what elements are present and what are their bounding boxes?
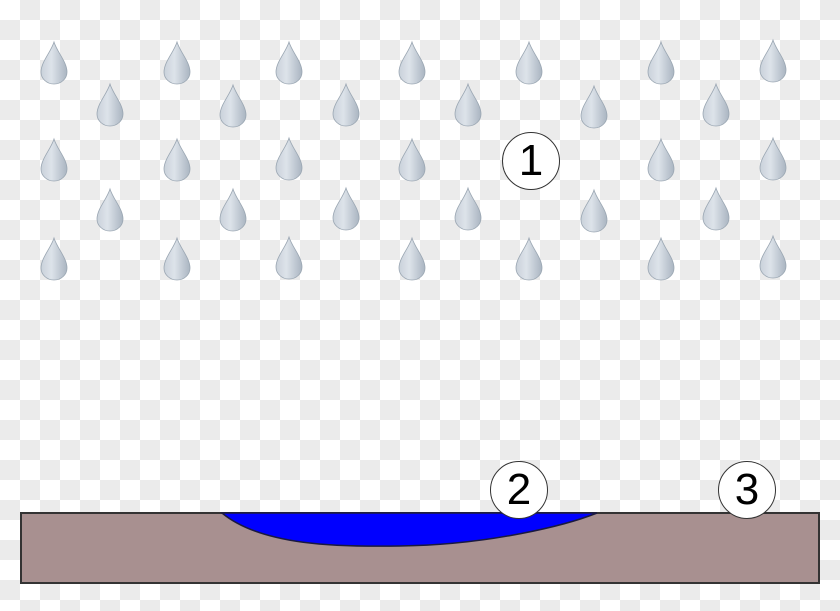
raindrop-icon: [40, 40, 68, 85]
raindrop-icon: [332, 186, 360, 231]
raindrop-icon: [702, 82, 730, 127]
raindrop-icon: [454, 186, 482, 231]
raindrop-icon: [332, 82, 360, 127]
raindrop-icon: [398, 236, 426, 281]
raindrop-icon: [454, 82, 482, 127]
raindrop-icon: [96, 187, 124, 232]
raindrop-icon: [702, 186, 730, 231]
raindrop-icon: [163, 40, 191, 85]
raindrop-icon: [398, 40, 426, 85]
raindrop-icon: [515, 40, 543, 85]
raindrop-icon: [96, 82, 124, 127]
label-1-precipitation: 1: [502, 132, 560, 190]
raindrop-icon: [163, 236, 191, 281]
raindrop-icon: [759, 38, 787, 83]
label-2-puddle: 2: [490, 461, 548, 519]
raindrop-icon: [219, 83, 247, 128]
raindrop-icon: [40, 236, 68, 281]
raindrops-group: [40, 38, 787, 281]
raindrop-icon: [40, 137, 68, 182]
label-1-text: 1: [518, 136, 544, 185]
raindrop-icon: [647, 236, 675, 281]
raindrop-icon: [163, 137, 191, 182]
raindrop-icon: [647, 137, 675, 182]
raindrop-icon: [759, 136, 787, 181]
raindrop-icon: [398, 137, 426, 182]
raindrop-icon: [759, 234, 787, 279]
label-3-text: 3: [734, 465, 760, 514]
raindrop-icon: [515, 236, 543, 281]
label-3-ground: 3: [718, 461, 776, 519]
raindrop-icon: [580, 188, 608, 233]
raindrop-icon: [580, 84, 608, 129]
raindrop-icon: [275, 136, 303, 181]
puddle: [219, 512, 598, 547]
raindrop-icon: [219, 187, 247, 232]
raindrop-icon: [647, 40, 675, 85]
label-2-text: 2: [506, 465, 532, 514]
raindrop-icon: [275, 235, 303, 280]
raindrop-icon: [275, 40, 303, 85]
